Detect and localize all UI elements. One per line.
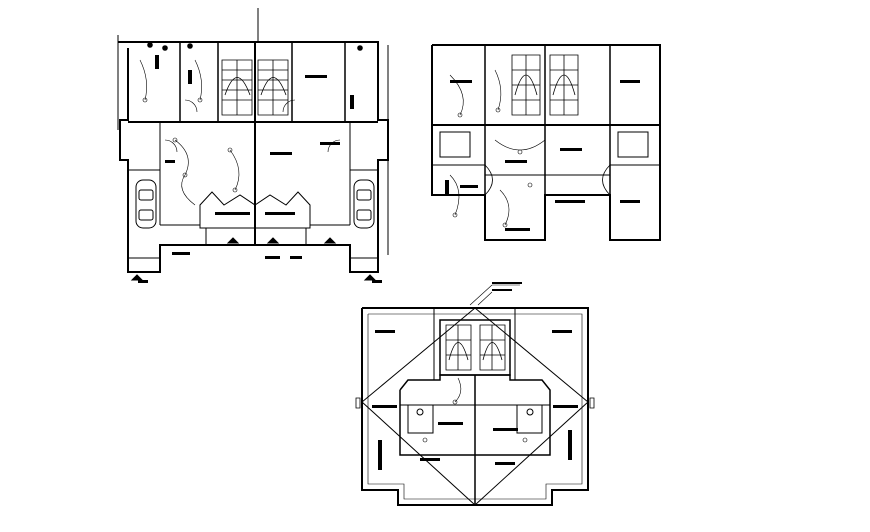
car-left — [136, 180, 156, 228]
terrace-labels — [372, 282, 578, 470]
ground-electrical-layout — [140, 43, 363, 206]
terrace-roof-plan — [356, 285, 594, 505]
entry-arrow-5 — [132, 275, 142, 280]
terrace-electrical-layout — [423, 378, 527, 442]
first-floor-staircase — [512, 55, 578, 115]
entry-arrow-2 — [268, 238, 278, 243]
first-floor-plan — [432, 45, 660, 240]
first-floor-labels — [445, 80, 640, 231]
entry-arrow-1 — [228, 238, 238, 243]
entry-arrow-3 — [325, 238, 335, 243]
first-floor-electrical-layout — [450, 70, 532, 227]
car-right — [354, 180, 374, 228]
terrace-staircase — [446, 325, 505, 370]
ground-floor-labels — [138, 55, 382, 283]
entry-arrow-4 — [365, 275, 375, 280]
ground-staircase — [222, 60, 288, 115]
ground-floor-plan — [118, 8, 388, 280]
